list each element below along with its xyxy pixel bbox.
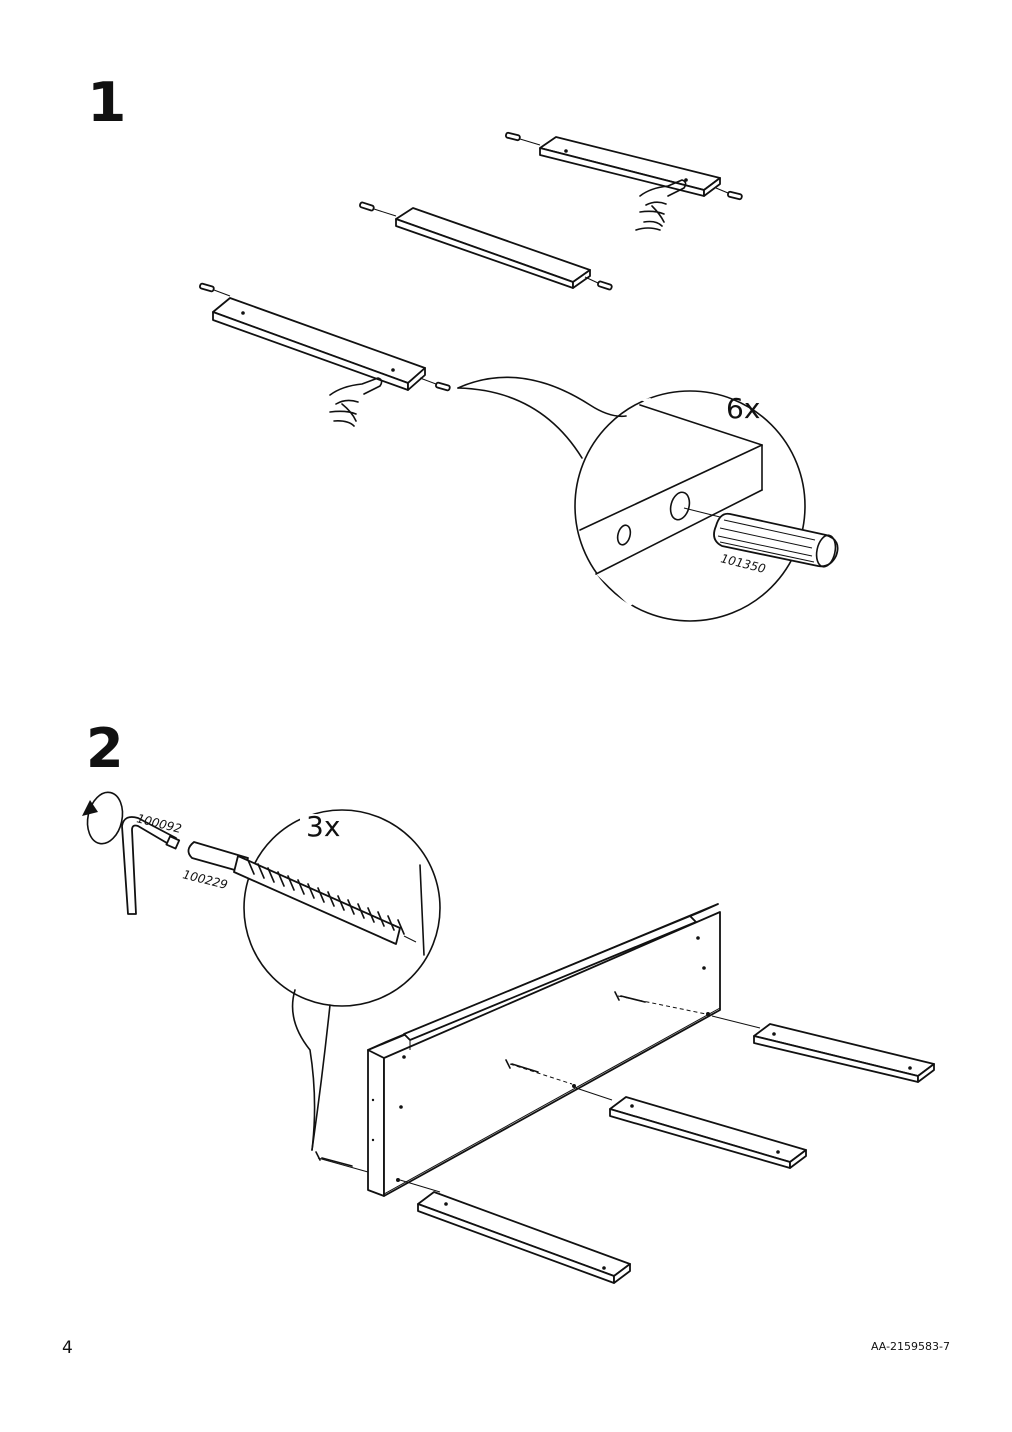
board-middle <box>359 201 613 291</box>
long-panel <box>367 903 721 1197</box>
dowel-detail-callout: 6x 101350 <box>457 376 839 622</box>
callout-quantity: 6x <box>726 392 760 425</box>
step-1-number: 1 <box>87 71 127 134</box>
screw-detail-callout: 3x <box>187 809 441 1151</box>
board-top <box>505 131 743 201</box>
hand-icon <box>635 179 687 231</box>
screw-icon <box>187 841 417 945</box>
callout-quantity: 3x <box>306 810 340 843</box>
board-middle <box>609 1096 807 1169</box>
screw-guides <box>315 991 761 1193</box>
dowel-icon <box>713 512 839 568</box>
board-left <box>417 1191 631 1284</box>
rotate-arrow-icon <box>82 791 124 845</box>
screw-part-number: 100229 <box>181 867 229 892</box>
step-2-illustration: 100092 100229 3x <box>82 791 935 1284</box>
step-1-illustration: 6x 101350 <box>199 131 839 622</box>
dowel-part-number: 101350 <box>719 551 767 576</box>
allen-key-icon <box>121 816 181 915</box>
step-2-number: 2 <box>86 717 124 780</box>
hand-icon <box>329 377 383 427</box>
board-right <box>753 1023 935 1083</box>
board-bottom <box>199 282 451 392</box>
document-code: AA-2159583-7 <box>870 1340 950 1353</box>
page-number: 4 <box>62 1338 73 1358</box>
